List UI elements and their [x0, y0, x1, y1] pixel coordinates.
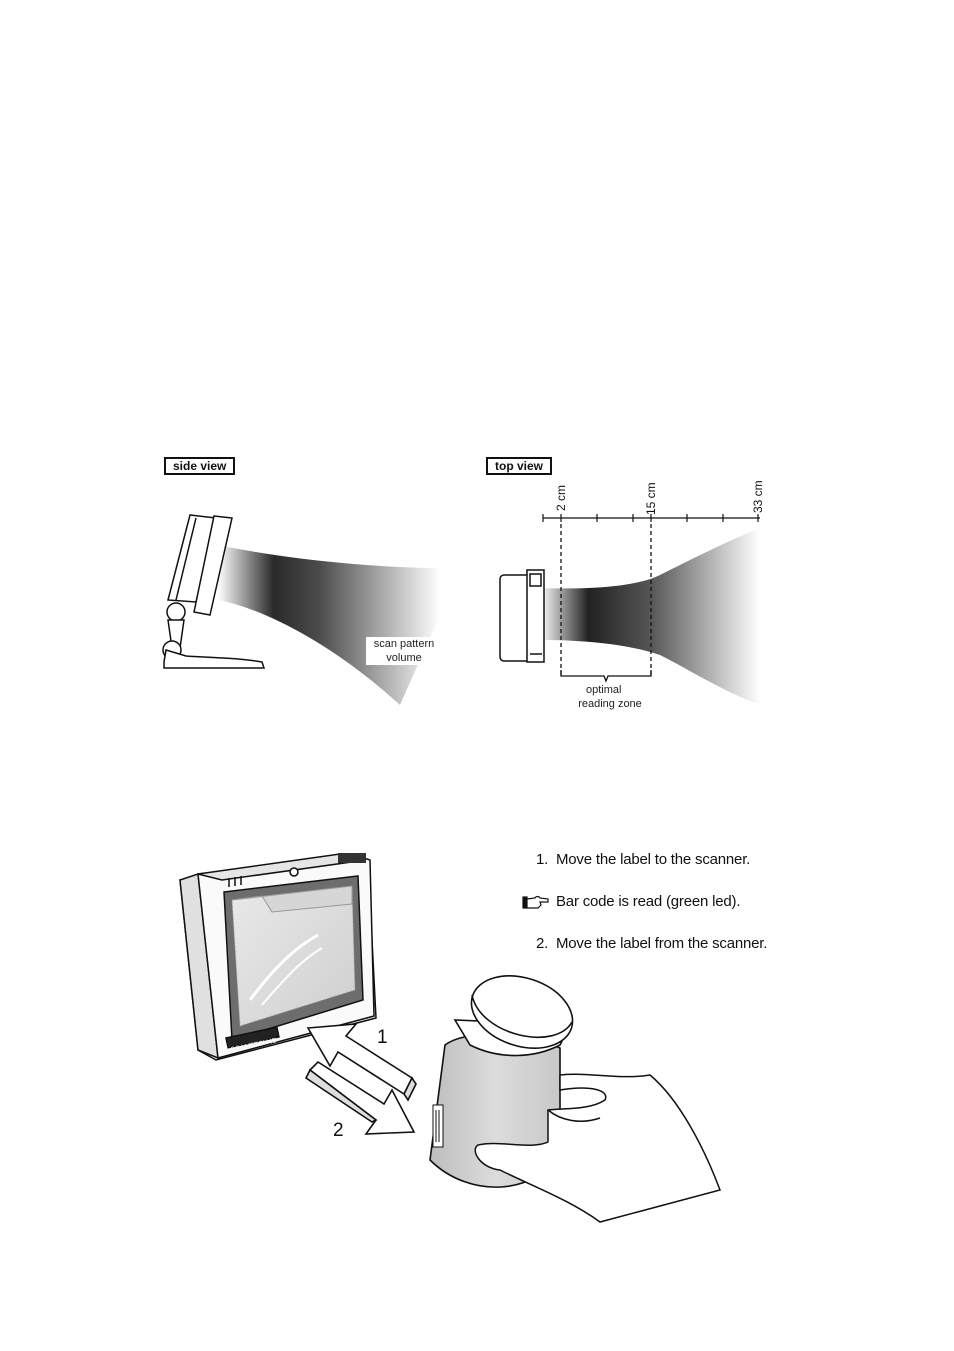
top-scan-beam: [540, 528, 760, 705]
distance-label-15cm: 15 cm: [644, 482, 658, 515]
arrow-label-2: 2: [333, 1120, 344, 1142]
top-view-scanner: [500, 570, 544, 662]
instruction-result: Bar code is read (green led).: [556, 893, 740, 910]
instruction-step-2: 2.Move the label from the scanner.: [536, 935, 767, 952]
side-scan-beam: [218, 545, 440, 705]
scan-pattern-volume-label: scan pattern volume: [366, 637, 442, 665]
distance-label-2cm: 2 cm: [554, 485, 568, 511]
arrow-label-1: 1: [377, 1027, 388, 1049]
optimal-reading-zone-label: optimal reading zone: [570, 683, 650, 711]
instruction-step-1: 1.Move the label to the scanner.: [536, 851, 750, 868]
zone-brace: [561, 670, 651, 681]
top-view-label: top view: [486, 457, 552, 475]
pointing-hand-icon: [523, 897, 548, 909]
distance-label-33cm: 33 cm: [751, 480, 765, 513]
